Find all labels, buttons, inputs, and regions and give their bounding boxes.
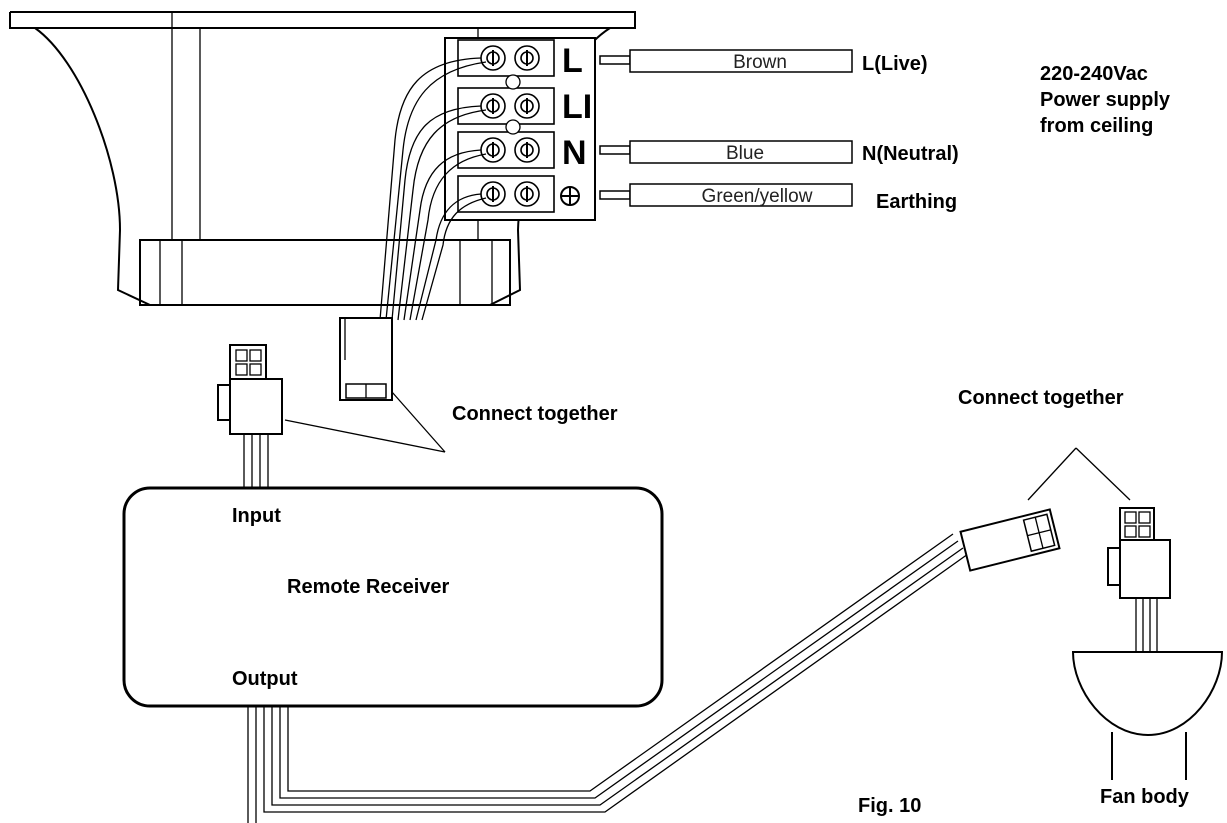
connect-together-label-right: Connect together	[958, 387, 1124, 409]
fan-body	[1071, 651, 1224, 780]
live-label: L(Live)	[862, 53, 928, 75]
receiver-name-label: Remote Receiver	[287, 576, 450, 598]
figure-caption: Fig. 10	[858, 795, 921, 817]
fan-lead-connector	[959, 508, 1061, 572]
terminal-label-li: LI	[562, 88, 592, 126]
earthing-label: Earthing	[876, 191, 957, 213]
supply-label-line3: from ceiling	[1040, 115, 1153, 137]
receiver-output-label: Output	[232, 668, 298, 690]
output-wire-bundle	[247, 533, 969, 823]
connect-together-label-left: Connect together	[452, 403, 618, 425]
supply-wires: Brown Blue Green/yellow	[599, 49, 853, 207]
wire-label-blue: Blue	[726, 143, 764, 164]
remote-receiver-box: Input Remote Receiver Output	[122, 486, 664, 708]
receiver-input-label: Input	[232, 505, 281, 527]
internal-wires	[379, 57, 487, 321]
neutral-label: N(Neutral)	[862, 143, 959, 165]
supply-label-line2: Power supply	[1040, 89, 1171, 111]
supply-label-line1: 220-240Vac	[1040, 63, 1148, 85]
terminal-label-neutral: N	[562, 134, 587, 172]
callout-right: Connect together	[958, 387, 1131, 501]
wire-label-brown: Brown	[733, 52, 787, 73]
terminal-label-live: L	[562, 42, 583, 80]
earth-symbol-icon	[560, 186, 580, 206]
fan-body-label: Fan body	[1100, 786, 1190, 808]
wire-label-green-yellow: Green/yellow	[702, 186, 813, 207]
receiver-input-connector	[217, 344, 283, 488]
fan-body-connector	[1107, 507, 1171, 652]
upper-connector	[339, 317, 393, 401]
callout-left: Connect together	[284, 391, 618, 453]
terminal-block: L LI N	[444, 37, 596, 221]
